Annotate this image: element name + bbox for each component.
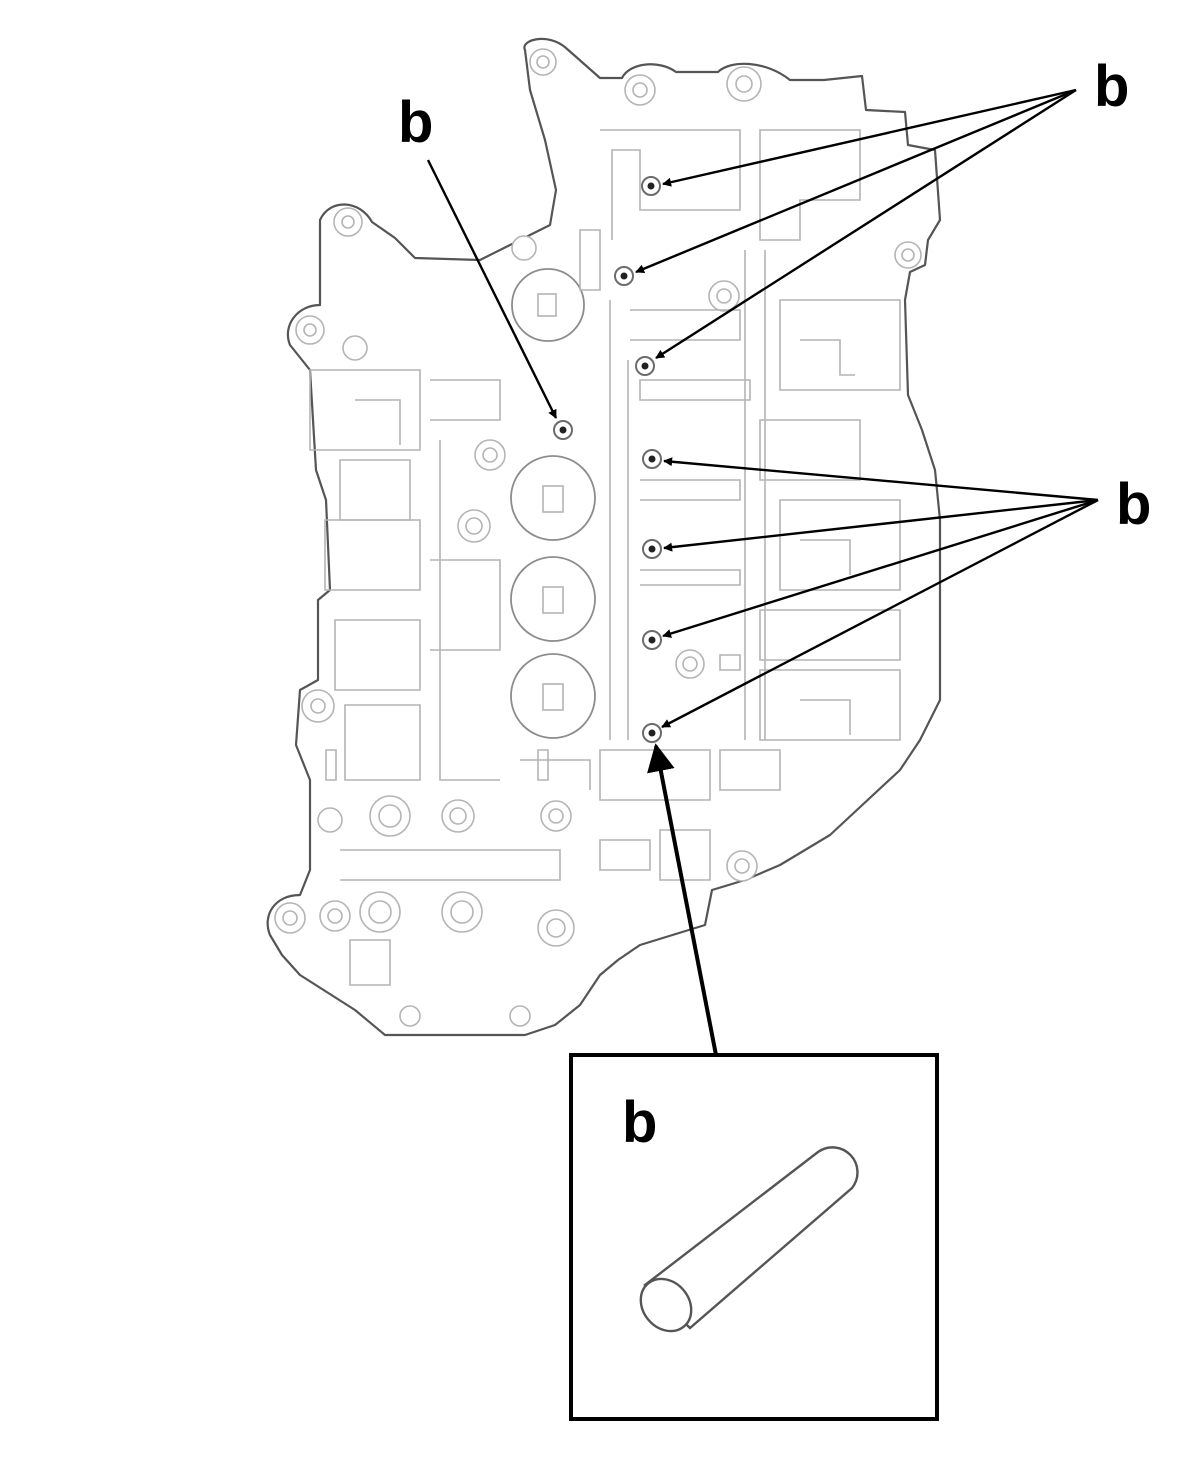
valve-body-outline: [266, 37, 942, 1037]
leader-top-left: [426, 159, 558, 419]
valve-bores: [510, 268, 596, 739]
leader-top-right-1: [662, 88, 1077, 187]
valve-body: [266, 37, 942, 1037]
dowel-pin-5: [642, 449, 662, 469]
callout-label-top-right: b: [1094, 54, 1129, 119]
callout-label-inset: b: [622, 1090, 657, 1155]
dowel-pin-4: [553, 420, 573, 440]
dowel-pin-8: [642, 723, 662, 743]
callout-label-top-left: b: [398, 90, 433, 155]
leader-mid-right-2: [663, 498, 1099, 552]
leader-inset-to-pin: [647, 743, 718, 1056]
leader-top-right-3: [655, 88, 1077, 360]
leader-mid-right-3: [662, 498, 1099, 638]
dowel-pin-icon: [639, 1146, 859, 1333]
dowel-pin-2: [614, 266, 634, 286]
dowel-pin-1: [641, 176, 661, 196]
fluid-passages: [309, 129, 901, 986]
dowel-pin-7: [642, 630, 662, 650]
leader-mid-right-1: [663, 457, 1099, 502]
dowel-pin-3: [635, 356, 655, 376]
leader-top-right-2: [635, 88, 1077, 274]
inset-detail: [569, 1053, 939, 1421]
callout-label-middle-right: b: [1116, 472, 1151, 537]
mounting-holes: [274, 48, 922, 1027]
dowel-pins: [553, 176, 662, 743]
dowel-pin-6: [642, 539, 662, 559]
leader-lines: [426, 88, 1099, 1223]
callout-labels: b b b b: [398, 54, 1151, 1155]
leader-mid-right-4: [661, 498, 1099, 729]
